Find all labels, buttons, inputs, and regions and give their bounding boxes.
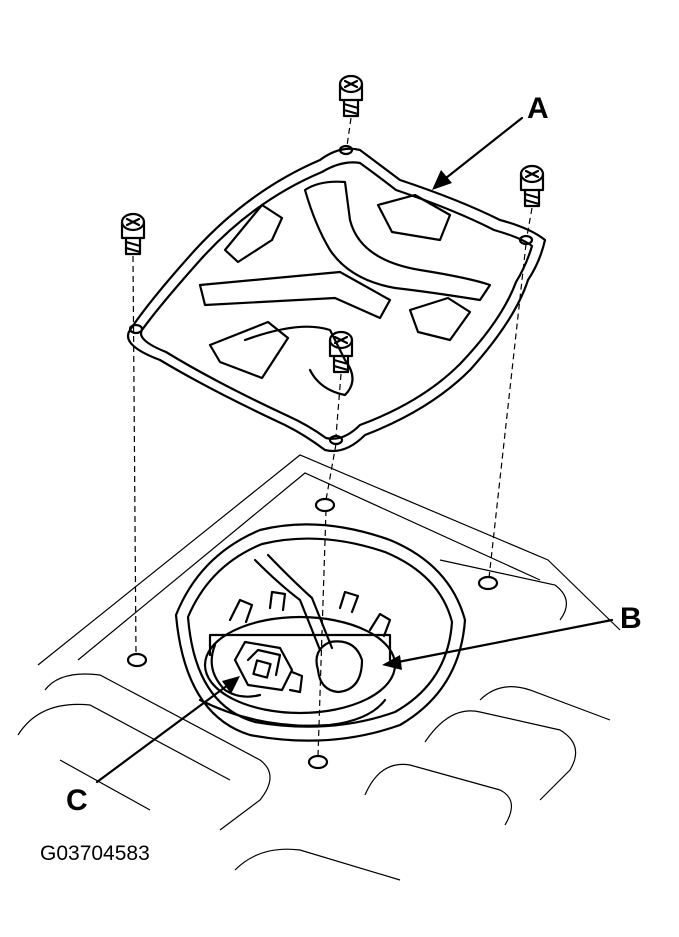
floor-panel bbox=[17, 454, 621, 881]
fuel-pump-connector bbox=[210, 640, 304, 698]
cover-screw-holes bbox=[128, 144, 534, 446]
floor-screw-holes bbox=[126, 497, 499, 770]
fuel-pump-assembly bbox=[198, 553, 397, 727]
access-opening bbox=[174, 523, 467, 742]
callout-label-a: A bbox=[527, 92, 549, 125]
callout-label-b: B bbox=[620, 602, 642, 635]
screw bbox=[338, 74, 364, 118]
alignment-lines bbox=[132, 117, 533, 757]
callout-label-c: C bbox=[66, 784, 88, 817]
figure-code: G03704583 bbox=[40, 842, 150, 865]
screw bbox=[519, 164, 545, 208]
screw bbox=[120, 212, 146, 256]
leader-arrows bbox=[95, 116, 614, 784]
screw bbox=[328, 330, 354, 374]
access-cover-plate bbox=[127, 147, 547, 453]
